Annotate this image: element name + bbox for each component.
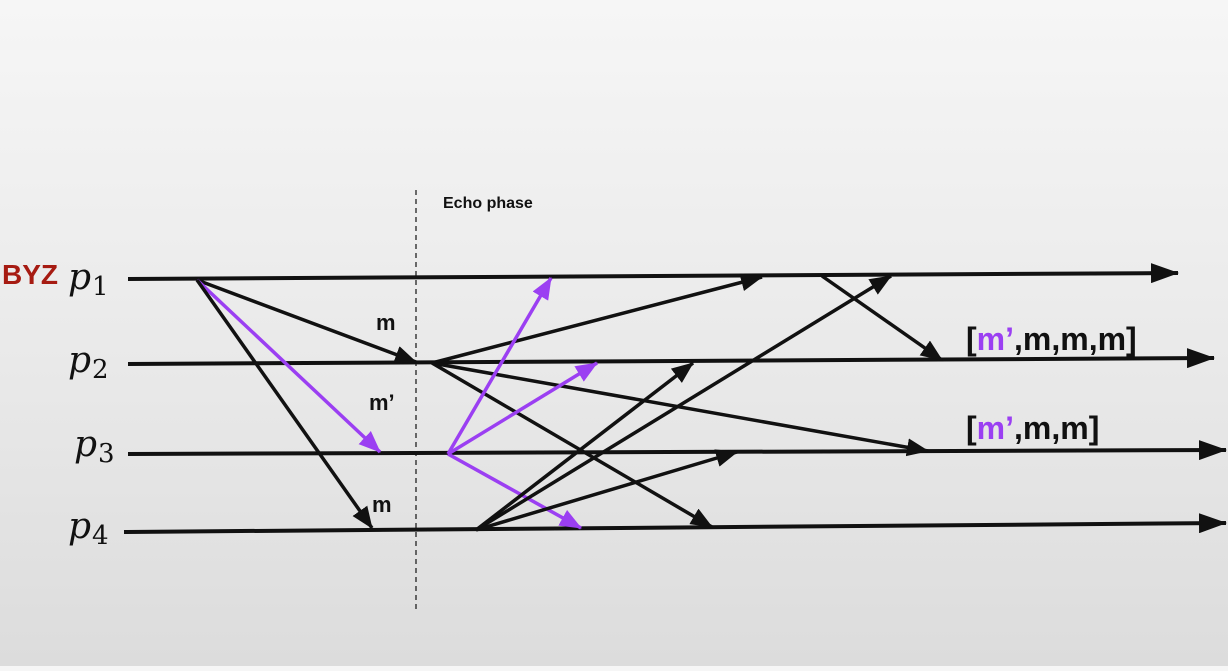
process-label-p3: p3	[74, 424, 115, 469]
echo-p2-to-p1	[431, 273, 763, 365]
svg-text:p1: p1	[68, 257, 109, 302]
echo-p3-to-p1	[446, 277, 553, 455]
phase-label: Echo phase	[443, 195, 533, 212]
arrow-p1-to-p3	[195, 278, 382, 454]
echo-p3-to-p2	[447, 361, 598, 456]
received-set-p3: [m’,m,m]	[966, 410, 1099, 446]
timeline-p2	[127, 348, 1215, 369]
timeline-p4	[123, 513, 1227, 534]
received-set-p2: [m’,m,m,m]	[966, 321, 1137, 357]
echo-p4-to-p1	[475, 274, 892, 532]
byz-label: BYZ	[2, 259, 58, 290]
svg-text:p3: p3	[74, 424, 115, 469]
echo-p3-to-p4	[447, 452, 582, 530]
timeline-p3	[127, 440, 1227, 461]
svg-text:p2: p2	[68, 340, 109, 385]
echo-p2-to-p4	[431, 361, 713, 529]
process-label-p2: p2	[68, 340, 109, 385]
process-label-p1: p1	[68, 257, 109, 302]
arrow-p1-to-p2	[196, 278, 417, 364]
svg-text:p4: p4	[68, 506, 109, 551]
message-label-m-p2: m	[376, 310, 396, 335]
echo-p4-to-p2	[474, 361, 695, 532]
timeline-p1	[127, 263, 1179, 284]
process-label-p4: p4	[68, 506, 109, 551]
echo-p1-to-p2	[820, 274, 944, 362]
message-label-m-p4: m	[372, 492, 392, 517]
message-label-m-prime-p3: m’	[369, 390, 395, 415]
arrow-p1-to-p4	[195, 278, 374, 530]
echo-p4-to-p3	[475, 449, 738, 532]
